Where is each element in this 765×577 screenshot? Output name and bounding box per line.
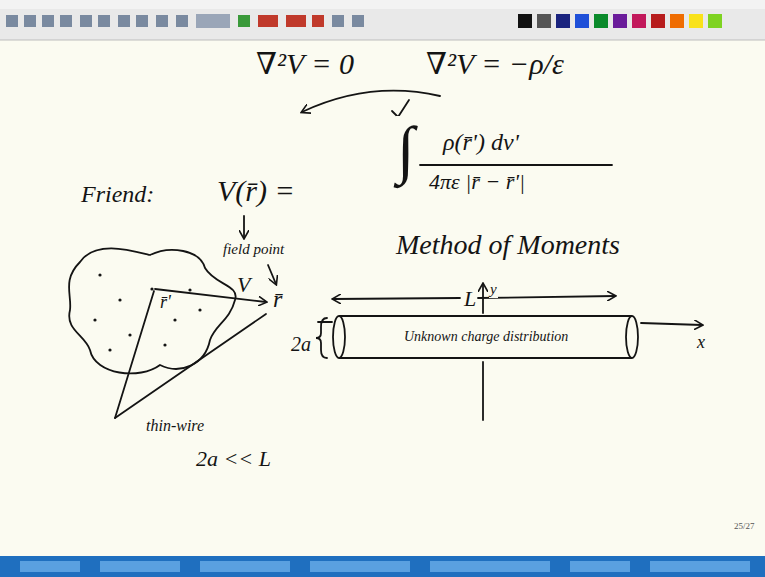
length-label: L: [463, 287, 477, 310]
laplace-equation: ∇²V = 0: [255, 48, 355, 80]
axis-label: x: [696, 333, 706, 352]
status-bar-segments: [20, 561, 750, 572]
source-point-label: r̄': [160, 293, 171, 312]
method-title: Method of Moments: [395, 230, 621, 259]
page-number: 25/27: [733, 522, 756, 531]
axis-label: y: [489, 282, 498, 298]
field-point-label: field point: [222, 242, 285, 258]
color-palette: [518, 14, 722, 28]
volume-label: V: [237, 273, 250, 296]
menu-bar: [0, 0, 765, 9]
wire-text: Unknown charge distribution: [404, 330, 568, 345]
toolbar: [0, 0, 765, 40]
potential-expression: V(r̄) =: [216, 175, 296, 207]
poisson-equation: ∇²V = −ρ/ε: [425, 48, 565, 80]
toolbar-icons: [6, 14, 364, 28]
status-bar: [0, 556, 765, 577]
numerator: ρ(r̄') dv': [442, 130, 520, 155]
note: thin-wire: [145, 418, 205, 435]
denominator: 4πε |r̄ − r̄'|: [428, 170, 526, 193]
ink-strokes: [115, 91, 702, 420]
friend-note: Friend:: [80, 182, 155, 207]
field-point-vector: r̄: [272, 287, 283, 312]
condition-note: 2a << L: [195, 447, 272, 470]
thin-wire-cylinder: Unknown charge distribution: [330, 312, 642, 362]
integral-sign: ∫: [396, 116, 416, 183]
diameter-label: 2a: [290, 334, 312, 355]
